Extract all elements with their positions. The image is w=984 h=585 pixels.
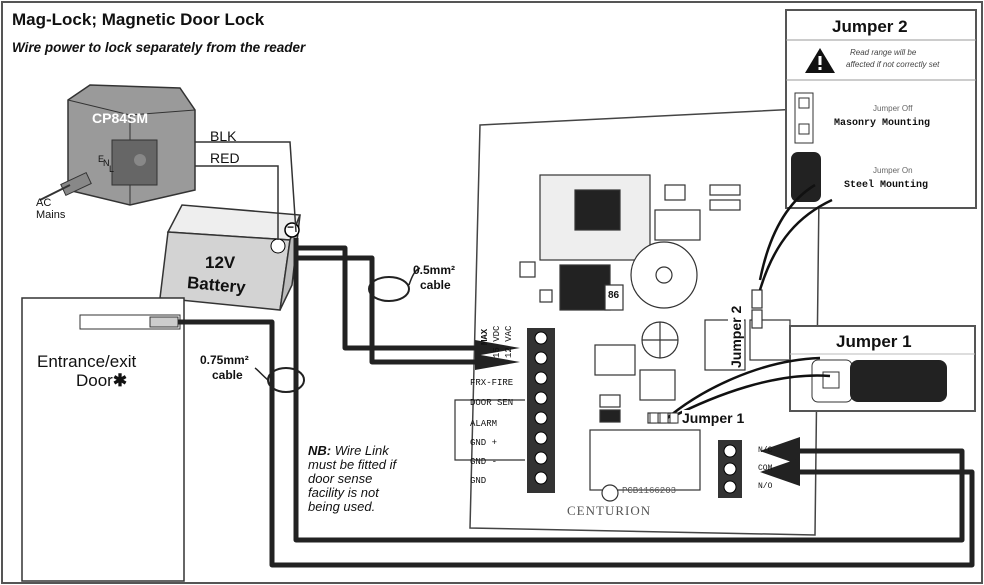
jumper2-warning-line2: affected if not correctly set	[846, 60, 940, 69]
jumper2-opt2-small: Jumper On	[873, 166, 913, 175]
jumper2-panel-title: Jumper 2	[832, 17, 908, 36]
jumper2-panel-shape	[785, 9, 977, 209]
psu-terminal-e: E	[98, 154, 105, 164]
jumper2-warning-line1: Read range will be	[850, 48, 917, 57]
wire-red-label: RED	[210, 150, 240, 166]
note-line: door sense	[308, 471, 373, 486]
cable-075-label: cable	[212, 368, 243, 382]
battery-voltage: 12V	[205, 253, 236, 272]
board-components	[519, 174, 791, 502]
pcb-code: PCB1166203	[622, 486, 677, 496]
relay-terminal-block	[718, 440, 742, 498]
terminal-label: GND -	[470, 457, 498, 467]
wire-link-note: NB: Wire Link must be fitted if door sen…	[308, 444, 396, 514]
jumper1-panel-title: Jumper 1	[836, 332, 912, 351]
door-label-line1: Entrance/exit	[37, 352, 137, 371]
jumper2-opt1-small: Jumper Off	[873, 104, 913, 113]
terminal-label: MAX	[480, 328, 490, 345]
terminal-block	[527, 328, 555, 493]
warning-icon	[805, 48, 835, 73]
crosshair-icon	[641, 321, 679, 359]
cable-05-size: 0.5mm²	[413, 263, 456, 277]
note-line: being used.	[308, 499, 376, 514]
psu-terminal-l: L	[109, 164, 115, 174]
note-line: Wire Link	[331, 443, 389, 458]
note-bold: NB:	[308, 443, 332, 458]
door-label-line2: Door✱	[76, 371, 128, 390]
page-title: Mag-Lock; Magnetic Door Lock	[12, 10, 265, 29]
relay-terminal-label: N/C	[758, 446, 773, 455]
jumper2-opt1-bold: Masonry Mounting	[834, 118, 931, 129]
note-line: must be fitted if	[308, 457, 397, 472]
terminal-label: FRX-FIRE	[470, 378, 514, 388]
ac-mains-line1: AC	[36, 197, 52, 209]
ac-plug-shape	[39, 171, 92, 201]
psu-cp84sm-shape	[67, 84, 196, 206]
terminal-label: ALARM	[470, 419, 498, 429]
terminal-label: 15 VDC	[492, 325, 502, 358]
relay-terminal-label: N/O	[758, 482, 773, 491]
brand-label: CENTURION	[567, 503, 652, 518]
asterisk-icon: ✱	[112, 371, 128, 390]
terminal-label: 12 VAC	[504, 325, 514, 358]
jumper2-opt2-bold: Steel Mounting	[844, 180, 929, 191]
door-shape	[21, 297, 185, 582]
wire-blk-label: BLK	[210, 128, 237, 144]
psu-label: CP84SM	[92, 110, 149, 126]
note-line: facility is not	[308, 485, 379, 500]
cable-05-label: cable	[420, 278, 451, 292]
jumper1-panel-shape	[789, 325, 976, 412]
psu-terminal-n: N	[103, 158, 110, 168]
jumper2-label: Jumper 2	[728, 305, 744, 368]
terminal-label: GND +	[470, 438, 498, 448]
jumper1-label: Jumper 1	[682, 410, 745, 426]
battery-minus: −	[287, 220, 295, 234]
ac-mains-line2: Mains	[36, 209, 66, 221]
page-subtitle: Wire power to lock separately from the r…	[12, 40, 306, 55]
relay-terminal-label: COM	[758, 464, 773, 473]
terminal-label: DOOR SEN	[470, 398, 514, 408]
terminal-label: GND	[470, 476, 487, 486]
maglock-shape	[79, 314, 181, 330]
cable-075-size: 0.75mm²	[200, 353, 249, 367]
chip-label: 86	[608, 290, 620, 301]
